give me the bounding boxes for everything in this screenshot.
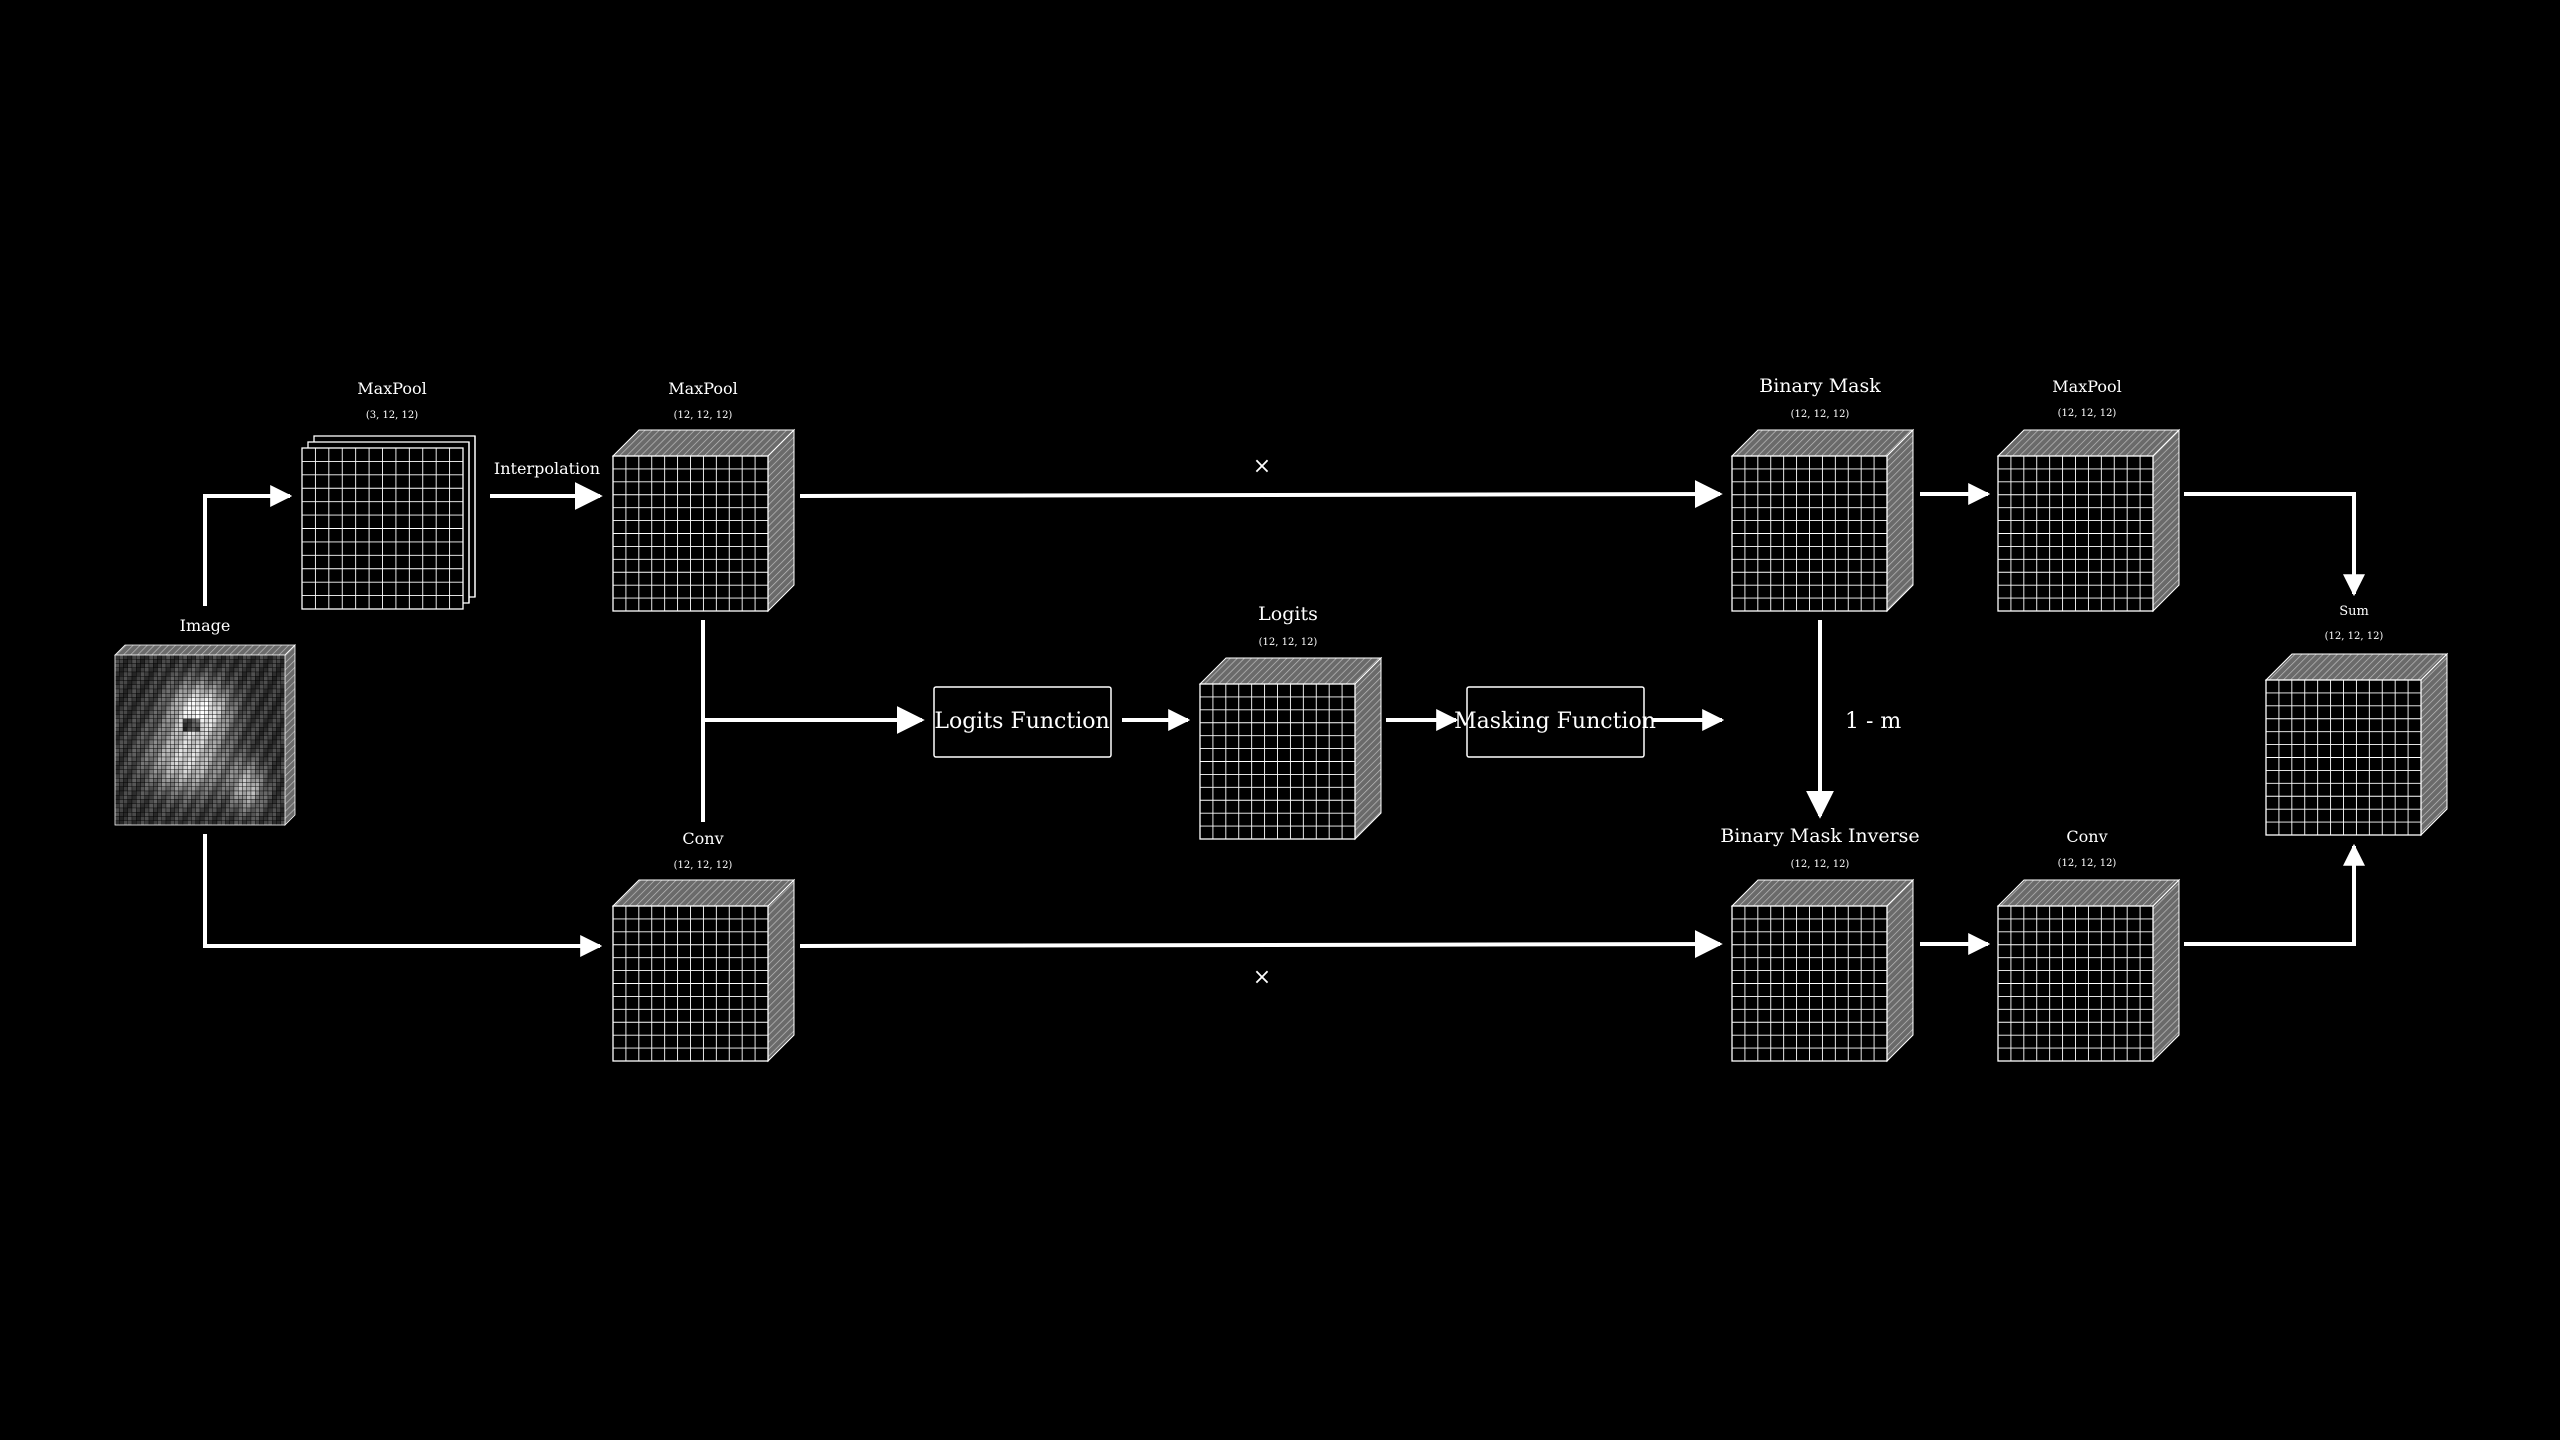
cube-sum: Sum (12, 12, 12) [2264, 604, 2449, 837]
logits-shape: (12, 12, 12) [1259, 637, 1318, 648]
maxpool-interp-title: MaxPool [668, 379, 737, 398]
conv-left-shape: (12, 12, 12) [674, 860, 733, 871]
binary-mask-inverse-shape: (12, 12, 12) [1791, 859, 1850, 870]
cube-binary-mask: Binary Mask (12, 12, 12) [1730, 375, 1915, 613]
interpolation-label: Interpolation [494, 459, 600, 478]
multiply-top-symbol: × [1253, 454, 1271, 479]
conv-right-title: Conv [2066, 827, 2107, 846]
logits-title: Logits [1258, 603, 1318, 625]
cube-conv-left: Conv (12, 12, 12) [611, 829, 796, 1063]
conv-left-title: Conv [682, 829, 723, 848]
maxpool-right-shape: (12, 12, 12) [2058, 408, 2117, 419]
arrow-image-to-conv [203, 834, 603, 957]
arrow-image-to-maxpool [203, 485, 293, 606]
multiply-bottom-symbol: × [1253, 965, 1271, 990]
connectors [203, 480, 2365, 959]
arrow-conv-to-binary-mask-inverse [799, 930, 1723, 959]
logits-function-label: Logits Function [934, 709, 1109, 734]
binary-mask-title: Binary Mask [1759, 375, 1881, 397]
arrow-maxpool-to-binary-mask [799, 480, 1723, 509]
image-label: Image [180, 616, 231, 635]
binary-mask-inverse-title: Binary Mask Inverse [1720, 825, 1919, 847]
masking-function-box: Masking Function [1454, 686, 1656, 758]
arrow-maxpool-to-sum [2184, 492, 2365, 597]
sum-title: Sum [2339, 604, 2369, 619]
cube-maxpool-interp: MaxPool (12, 12, 12) [611, 379, 796, 613]
cube-conv-right: Conv (12, 12, 12) [1996, 827, 2181, 1063]
masking-function-label: Masking Function [1454, 709, 1656, 734]
cube-binary-mask-inverse: Binary Mask Inverse (12, 12, 12) [1720, 825, 1920, 1063]
sum-shape: (12, 12, 12) [2325, 631, 2384, 642]
one-minus-m-label: 1 - m [1845, 709, 1901, 734]
input-image: Image [114, 616, 296, 826]
maxpool-small-shape: (3, 12, 12) [366, 410, 418, 421]
cube-logits: Logits (12, 12, 12) [1198, 603, 1383, 841]
logits-function-box: Logits Function [933, 686, 1112, 758]
arrow-conv-to-sum [2184, 843, 2365, 946]
maxpool-small-stack: MaxPool (3, 12, 12) [301, 379, 476, 610]
binary-mask-shape: (12, 12, 12) [1791, 409, 1850, 420]
maxpool-interp-shape: (12, 12, 12) [674, 410, 733, 421]
maxpool-right-title: MaxPool [2052, 377, 2121, 396]
cube-maxpool-right: MaxPool (12, 12, 12) [1996, 377, 2181, 613]
conv-right-shape: (12, 12, 12) [2058, 858, 2117, 869]
maxpool-small-title: MaxPool [357, 379, 426, 398]
